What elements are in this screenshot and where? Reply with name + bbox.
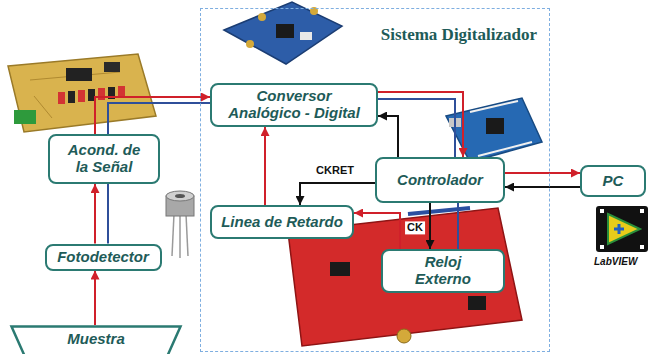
group-title: Sistema Digitalizador [381, 25, 537, 44]
plus-symbol [618, 224, 621, 234]
process-box: PC [580, 165, 646, 197]
node-label: Muestra [67, 331, 125, 348]
header [408, 208, 470, 214]
connector-arrow [94, 184, 96, 244]
process-box: Conversor Analógico - Digital [210, 83, 378, 127]
window [175, 194, 185, 198]
connector [78, 90, 85, 102]
system-region: Sistema DigitalizadorConversor Analógico… [200, 8, 550, 352]
connector [98, 88, 105, 100]
connector [58, 92, 65, 104]
trapezoid-shape [12, 327, 181, 354]
film-frame [596, 206, 648, 252]
header [470, 101, 518, 112]
controller-board-photo [446, 98, 542, 162]
connector-arrow [505, 172, 580, 174]
sprocket [600, 245, 604, 249]
connector-arrow [107, 184, 109, 244]
connector-arrow [264, 127, 266, 205]
chip [300, 32, 312, 40]
connector-arrow [108, 103, 210, 134]
node-label: Acond. de la Señal [64, 142, 144, 176]
connector [88, 89, 95, 101]
sample-trapezoid: Muestra [10, 325, 182, 353]
trace [34, 96, 52, 118]
node-label: Fotodetector [57, 249, 149, 266]
chip [468, 296, 486, 310]
connector-arrow [378, 92, 463, 157]
sprocket [640, 209, 644, 213]
node-label: Controlador [397, 172, 483, 189]
lead [186, 214, 188, 256]
chip [330, 262, 350, 276]
connector-arrow [429, 203, 431, 249]
pcb [224, 2, 342, 64]
connector-arrow [505, 186, 580, 188]
photodetector-photo [166, 191, 194, 258]
play-triangle [608, 214, 640, 244]
node-label: Conversor Analógico - Digital [223, 88, 365, 122]
lead [179, 214, 181, 258]
chip [276, 24, 294, 38]
terminal [14, 110, 36, 124]
connector-arrow [95, 97, 210, 134]
can-top [166, 191, 194, 201]
sma-connector [258, 13, 266, 21]
labview-icon [596, 206, 648, 252]
connector-arrow [300, 183, 375, 205]
conditioning-board-photo [8, 54, 156, 132]
lead [172, 214, 174, 256]
process-box: Fotodetector [45, 244, 162, 271]
pcb [8, 54, 156, 132]
node-label: Linea de Retardo [221, 214, 343, 231]
sma-connector [246, 40, 254, 48]
pcb [446, 98, 542, 162]
sma-connector [397, 329, 411, 343]
sprocket [640, 245, 644, 249]
signal-name: CKRET [314, 164, 356, 177]
header [478, 142, 532, 156]
connector-arrow [457, 203, 459, 249]
chip [104, 62, 120, 72]
software-logo-text: LabVIEW [594, 256, 637, 267]
connector-arrow [354, 213, 400, 249]
sprocket [600, 209, 604, 213]
connector-arrow [378, 99, 455, 157]
connector [68, 91, 75, 103]
process-box: Linea de Retardo [210, 205, 354, 239]
process-box: Reloj Externo [381, 249, 505, 293]
connector-arrow [94, 271, 96, 326]
chip [66, 68, 92, 81]
node-label: Reloj Externo [407, 254, 479, 288]
signal-name: CK [405, 221, 425, 234]
node-label: PC [603, 173, 624, 190]
process-box: Controlador [375, 157, 505, 203]
process-box: Acond. de la Señal [48, 134, 160, 184]
chip [486, 118, 504, 134]
connector-arrow [378, 116, 398, 157]
adc-board-photo [224, 2, 342, 64]
